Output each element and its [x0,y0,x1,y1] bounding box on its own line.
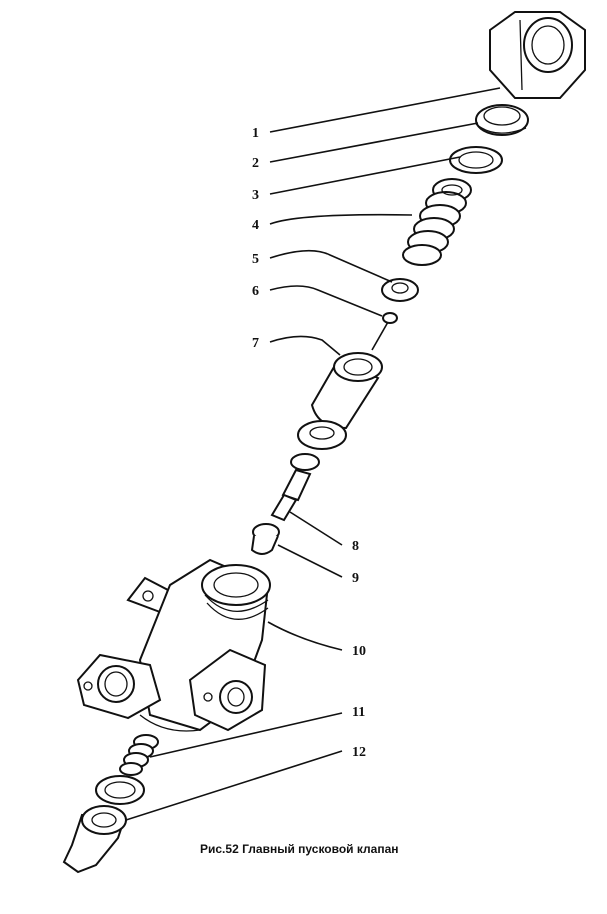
part-spring [402,178,472,266]
part-sleeve [297,352,383,450]
part-pin [371,312,398,351]
part-small-spring [119,734,159,776]
callout-7: 7 [252,336,259,351]
part-fitting [62,775,145,874]
callout-labels: 1 2 3 4 5 6 7 8 9 10 11 12 [252,126,366,760]
callout-3: 3 [252,188,259,203]
part-valve-stem [270,453,320,522]
leader-lines [125,87,501,821]
callout-4: 4 [252,218,259,233]
callout-1: 1 [252,126,259,141]
callout-10: 10 [352,644,366,659]
callout-12: 12 [352,745,366,760]
part-hex-nut [489,11,586,99]
part-spring-seat [381,278,419,302]
callout-11: 11 [352,705,365,720]
callout-2: 2 [252,156,259,171]
part-cap [475,104,529,136]
callout-8: 8 [352,539,359,554]
part-plug [250,523,280,555]
callout-6: 6 [252,284,259,299]
callout-9: 9 [352,571,359,586]
part-valve-body [76,558,271,732]
figure-caption: Рис.52 Главный пусковой клапан [200,842,399,856]
part-washer-ring [449,146,503,174]
callout-5: 5 [252,252,259,267]
